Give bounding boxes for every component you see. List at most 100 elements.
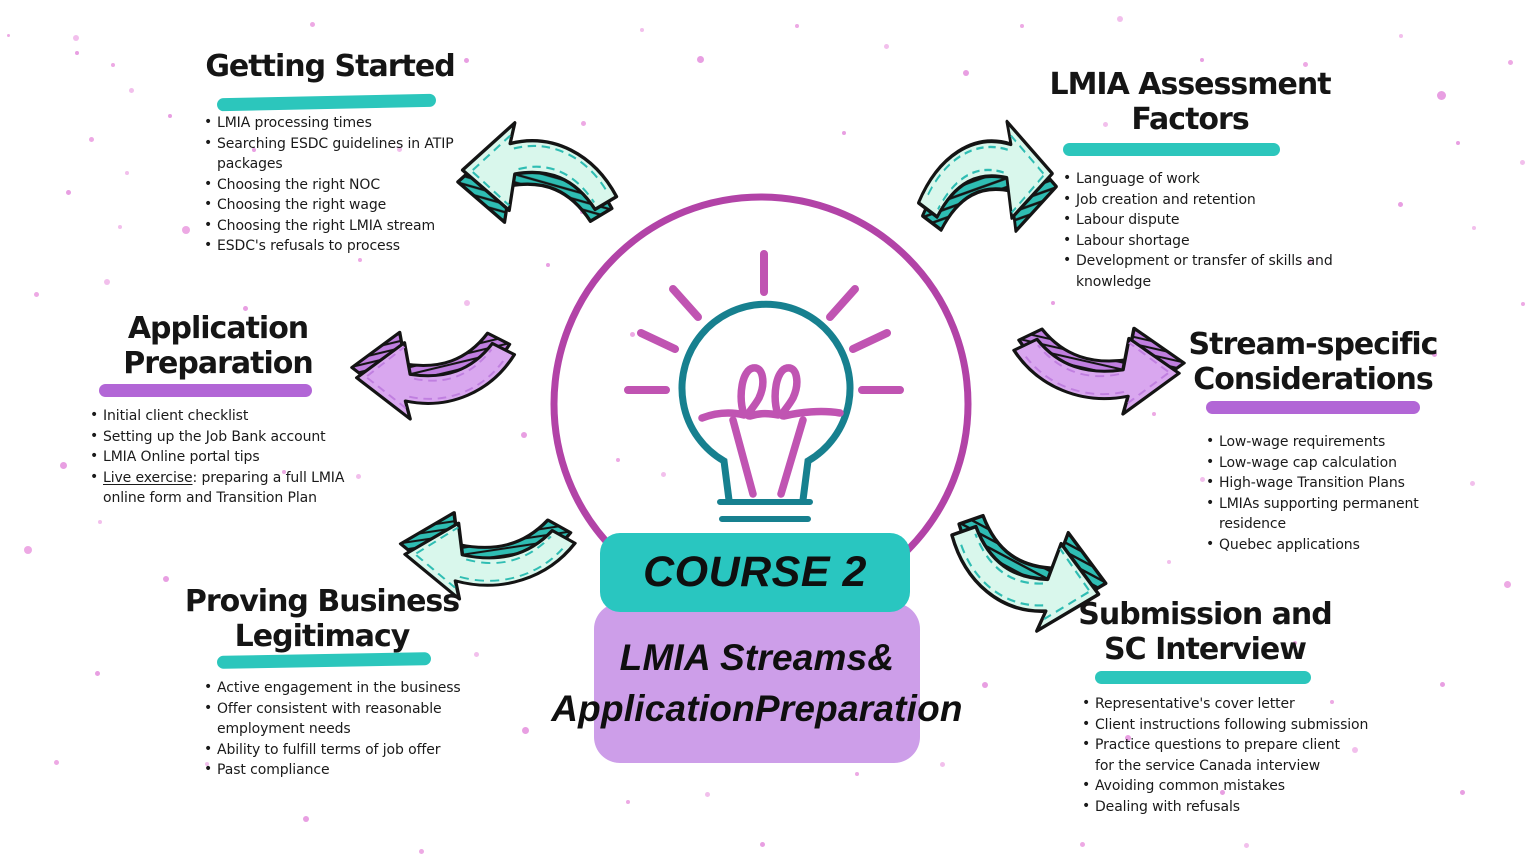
arrow-to-submission-and-sc-interview bbox=[950, 513, 1108, 633]
confetti-dot bbox=[34, 292, 39, 297]
topic-item: Practice questions to prepare client for… bbox=[1081, 734, 1411, 776]
title-underline bbox=[216, 93, 437, 112]
topic-item: Offer consistent with reasonable employm… bbox=[203, 698, 503, 740]
section-title: Getting Started bbox=[180, 49, 480, 84]
topic-list: Active engagement in the businessOffer c… bbox=[203, 677, 503, 781]
confetti-dot bbox=[1456, 141, 1460, 145]
confetti-dot bbox=[66, 190, 71, 195]
confetti-dot bbox=[1470, 481, 1475, 486]
confetti-dot bbox=[1472, 226, 1476, 230]
confetti-dot bbox=[163, 576, 169, 582]
topic-list: Representative's cover letterClient inst… bbox=[1081, 693, 1411, 818]
confetti-dot bbox=[1521, 302, 1525, 306]
confetti-dot bbox=[1303, 62, 1308, 67]
topic-item: Active engagement in the business bbox=[203, 677, 503, 699]
confetti-dot bbox=[963, 70, 969, 76]
topic-item: Labour dispute bbox=[1062, 209, 1382, 231]
confetti-dot bbox=[842, 131, 846, 135]
course-title-box: LMIA Streams& ApplicationPreparation bbox=[551, 603, 963, 763]
confetti-dot bbox=[129, 88, 134, 93]
confetti-dot bbox=[795, 24, 799, 28]
confetti-dot bbox=[89, 137, 94, 142]
confetti-dot bbox=[1080, 842, 1085, 847]
confetti-dot bbox=[474, 652, 479, 657]
topic-item: Live exercise: preparing a full LMIA onl… bbox=[89, 467, 399, 509]
confetti-dot bbox=[1152, 412, 1156, 416]
topic-item: High-wage Transition Plans bbox=[1205, 472, 1465, 494]
confetti-dot bbox=[464, 58, 469, 63]
confetti-dot bbox=[419, 849, 424, 854]
title-line: Legitimacy bbox=[234, 619, 411, 654]
topic-item: Language of work bbox=[1062, 168, 1382, 190]
confetti-dot bbox=[630, 332, 635, 337]
title-underline bbox=[216, 652, 432, 669]
topic-item: ESDC's refusals to process bbox=[203, 235, 503, 257]
confetti-dot bbox=[95, 671, 100, 676]
title-line: Application bbox=[127, 311, 309, 346]
confetti-dot bbox=[1051, 301, 1055, 305]
topic-item: Quebec applications bbox=[1205, 534, 1465, 556]
title-line: LMIA Streams bbox=[619, 637, 868, 678]
confetti-dot bbox=[1520, 160, 1525, 165]
confetti-dot bbox=[1508, 60, 1513, 65]
title-line: & Application bbox=[551, 637, 895, 729]
topic-item: Choosing the right LMIA stream bbox=[203, 215, 503, 237]
confetti-dot bbox=[855, 772, 859, 776]
title-line: Considerations bbox=[1193, 362, 1433, 397]
topic-item: Development or transfer of skills and kn… bbox=[1062, 250, 1382, 292]
confetti-dot bbox=[1117, 16, 1123, 22]
confetti-dot bbox=[1167, 560, 1171, 564]
confetti-dot bbox=[1432, 352, 1437, 357]
confetti-dot bbox=[1399, 34, 1403, 38]
confetti-dot bbox=[661, 472, 666, 477]
topic-item: Low-wage requirements bbox=[1205, 431, 1465, 453]
course-number-badge: COURSE 2 bbox=[600, 533, 910, 612]
confetti-dot bbox=[521, 432, 527, 438]
title-line: Proving Business bbox=[184, 584, 460, 619]
topic-list: LMIA processing timesSearching ESDC guid… bbox=[203, 112, 503, 257]
topic-item: LMIA processing times bbox=[203, 112, 503, 134]
light-rays bbox=[624, 250, 904, 394]
confetti-dot bbox=[125, 171, 129, 175]
topic-item: Ability to fulfill terms of job offer bbox=[203, 739, 503, 761]
bulb-filament bbox=[698, 364, 844, 498]
topic-item: Labour shortage bbox=[1062, 230, 1382, 252]
confetti-dot bbox=[940, 762, 945, 767]
confetti-dot bbox=[24, 546, 32, 554]
confetti-dot bbox=[1504, 581, 1511, 588]
arrow-to-application-preparation bbox=[350, 330, 517, 421]
confetti-dot bbox=[640, 28, 644, 32]
title-underline bbox=[1063, 143, 1280, 156]
topic-item: LMIA Online portal tips bbox=[89, 446, 399, 468]
topic-item: Initial client checklist bbox=[89, 405, 399, 427]
confetti-dot bbox=[1293, 641, 1297, 645]
topic-item: Representative's cover letter bbox=[1081, 693, 1411, 715]
title-line: SC Interview bbox=[1104, 632, 1307, 667]
arrow-to-stream-specific-considerations bbox=[1012, 326, 1186, 416]
confetti-dot bbox=[522, 727, 529, 734]
confetti-dot bbox=[1103, 122, 1108, 127]
topic-item: Setting up the Job Bank account bbox=[89, 426, 399, 448]
confetti-dot bbox=[303, 816, 309, 822]
confetti-dot bbox=[310, 22, 315, 27]
topic-item: Avoiding common mistakes bbox=[1081, 775, 1411, 797]
title-line: Stream-specific bbox=[1188, 327, 1439, 362]
confetti-dot bbox=[884, 44, 889, 49]
topic-item: Dealing with refusals bbox=[1081, 796, 1411, 818]
confetti-dot bbox=[98, 520, 102, 524]
confetti-dot bbox=[546, 263, 550, 267]
topic-list: Initial client checklistSetting up the J… bbox=[89, 405, 399, 509]
title-line: Submission and bbox=[1078, 597, 1332, 632]
topic-item: Choosing the right wage bbox=[203, 194, 503, 216]
confetti-dot bbox=[73, 35, 79, 41]
topic-item: Searching ESDC guidelines in ATIP packag… bbox=[203, 133, 503, 175]
topic-item: Choosing the right NOC bbox=[203, 174, 503, 196]
confetti-dot bbox=[1244, 843, 1249, 848]
title-line: Getting Started bbox=[205, 49, 455, 84]
topic-item: Job creation and retention bbox=[1062, 189, 1382, 211]
title-underline bbox=[1206, 401, 1420, 414]
